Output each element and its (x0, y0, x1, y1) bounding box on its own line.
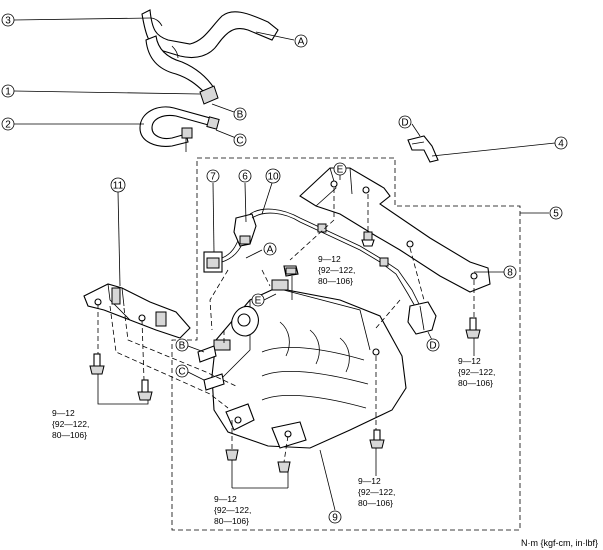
svg-text:80—106}: 80—106} (358, 498, 393, 508)
hose-1 (145, 35, 219, 105)
svg-text:2: 2 (5, 120, 11, 131)
svg-text:11: 11 (113, 181, 124, 192)
alignment-lines (97, 188, 475, 463)
svg-text:3: 3 (5, 16, 11, 27)
connector-label-c-top: C (233, 133, 247, 147)
connector-label-a-top: A (294, 34, 308, 48)
svg-text:8: 8 (507, 268, 513, 279)
svg-text:E: E (255, 296, 262, 307)
bracket-11 (83, 283, 191, 339)
svg-text:A: A (298, 37, 305, 48)
callout-11: 11 (110, 177, 126, 193)
connector-label-d-top: D (398, 115, 412, 129)
connector-label-a-mid: A (263, 242, 277, 256)
bolt-left-1 (89, 353, 105, 375)
svg-text:5: 5 (553, 209, 559, 220)
svg-text:{92—122,: {92—122, (214, 505, 251, 515)
svg-text:D: D (429, 341, 436, 352)
callout-5: 5 (549, 206, 563, 220)
callout-7: 7 (206, 169, 220, 183)
connector-label-d-bottom: D (426, 338, 440, 352)
svg-text:9—12: 9—12 (318, 254, 341, 264)
callout-4: 4 (554, 136, 568, 150)
bracket-8 (299, 167, 491, 293)
assembly-boundary (171, 157, 521, 531)
connector-label-e-mid: E (251, 293, 265, 307)
connector-label-c-mid: C (175, 364, 189, 378)
svg-text:A: A (267, 245, 274, 256)
bolt-left-2 (137, 379, 153, 401)
svg-text:B: B (237, 110, 244, 121)
torque-spec-left: 9—12 {92—122, 80—106} (52, 408, 89, 440)
svg-text:9—12: 9—12 (358, 476, 381, 486)
svg-text:10: 10 (267, 172, 279, 183)
svg-text:80—106}: 80—106} (52, 430, 87, 440)
part-7 (203, 235, 245, 273)
callout-8: 8 (503, 265, 517, 279)
svg-text:{92—122,: {92—122, (52, 419, 89, 429)
part-4 (407, 135, 439, 163)
callout-1: 1 (1, 84, 15, 98)
svg-text:7: 7 (210, 172, 216, 183)
svg-text:4: 4 (558, 139, 564, 150)
bolt-bottom-right (369, 429, 385, 449)
bolt-right (465, 317, 481, 339)
svg-text:{92—122,: {92—122, (458, 367, 495, 377)
callout-6: 6 (238, 169, 252, 183)
canister-9 (197, 279, 407, 449)
svg-text:C: C (236, 136, 243, 147)
svg-text:B: B (179, 341, 186, 352)
svg-text:1: 1 (5, 87, 11, 98)
wire-harness-10 (249, 208, 421, 309)
svg-text:9: 9 (332, 513, 338, 524)
part-6 (233, 213, 257, 247)
svg-text:C: C (178, 367, 185, 378)
callout-2: 2 (1, 117, 15, 131)
connector-label-b-top: B (233, 107, 247, 121)
svg-text:9—12: 9—12 (214, 494, 237, 504)
svg-text:80—106}: 80—106} (458, 378, 493, 388)
svg-text:80—106}: 80—106} (318, 276, 353, 286)
callout-9: 9 (328, 510, 342, 524)
svg-text:9—12: 9—12 (52, 408, 75, 418)
bolt-mid (283, 265, 299, 277)
svg-text:D: D (401, 118, 408, 129)
svg-text:{92—122,: {92—122, (318, 265, 355, 275)
svg-text:E: E (337, 165, 344, 176)
bolt-bottom-left (225, 449, 239, 461)
units-note: N·m {kgf-cm, in·lbf} (521, 538, 598, 548)
connector-label-b-mid: B (175, 338, 189, 352)
connector-label-e-top: E (333, 162, 347, 176)
svg-text:9—12: 9—12 (458, 356, 481, 366)
callout-3: 3 (1, 13, 15, 27)
torque-spec-bottom-left: 9—12 {92—122, 80—106} (214, 494, 251, 526)
svg-text:80—106}: 80—106} (214, 516, 249, 526)
bolt-bottom-mid (277, 461, 291, 473)
callout-10: 10 (265, 168, 281, 184)
connector-d-lower (407, 301, 437, 335)
hose-2 (139, 106, 220, 152)
torque-spec-right: 9—12 {92—122, 80—106} (458, 356, 495, 388)
svg-text:{92—122,: {92—122, (358, 487, 395, 497)
svg-text:6: 6 (242, 172, 248, 183)
torque-spec-mid: 9—12 {92—122, 80—106} (318, 254, 355, 286)
bolt-8 (361, 231, 375, 247)
torque-spec-bottom-right: 9—12 {92—122, 80—106} (358, 476, 395, 508)
